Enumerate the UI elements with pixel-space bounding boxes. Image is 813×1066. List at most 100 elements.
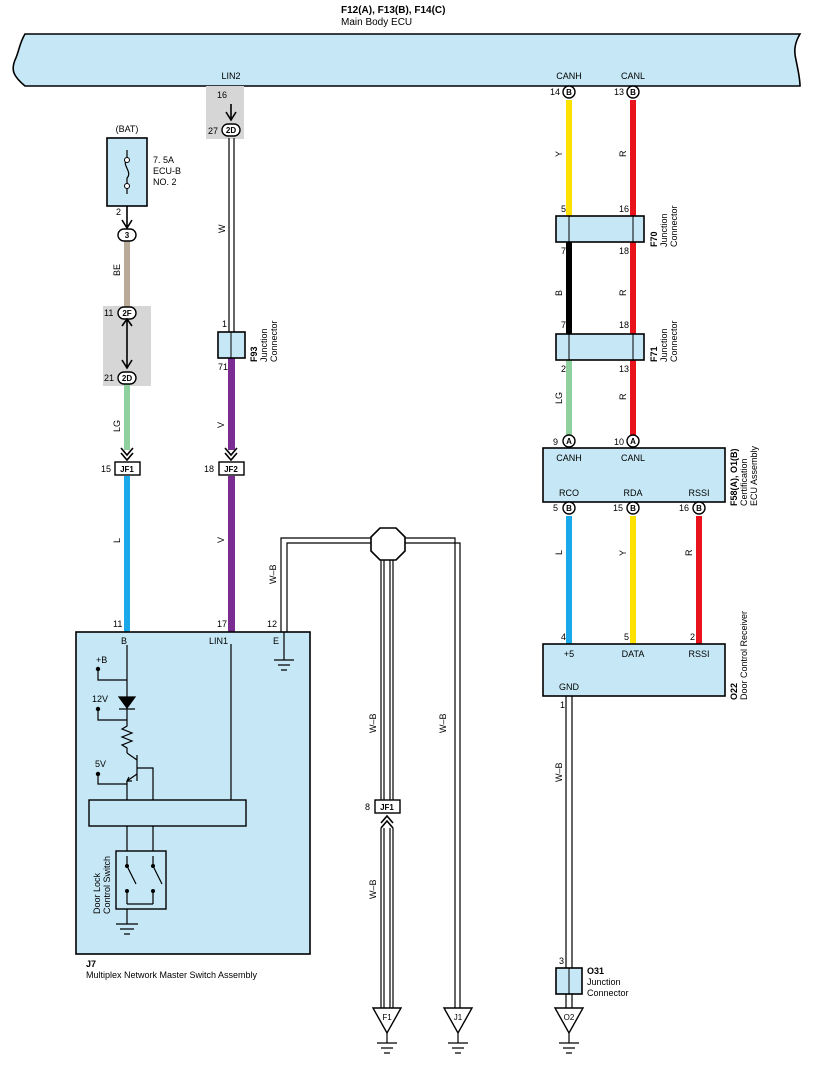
pin-13-conn: B (630, 88, 636, 97)
pin-5-conn: B (566, 504, 572, 513)
pin-71: 71 (218, 362, 228, 372)
j7-plus-b-wire (97, 669, 127, 681)
pin-16-cert: 16 (679, 503, 689, 513)
splice-octagon (370, 527, 406, 561)
wire-lin2-w (228, 138, 235, 332)
wire-wb-e (280, 537, 380, 632)
wire-wb-f1 (380, 828, 394, 1008)
wire-label-wb5: W–B (554, 762, 564, 782)
pin-15-conn: B (630, 504, 636, 513)
wire-rssi-r (696, 516, 702, 644)
pin-9: 9 (553, 437, 558, 447)
wire-wb-down-2 (383, 560, 391, 800)
f71-label1: Junction (659, 328, 669, 362)
f70-box (555, 215, 645, 243)
pin-27: 27 (208, 126, 218, 136)
conn-2d-left (117, 371, 137, 385)
ground-j1-triangle (442, 1007, 474, 1035)
wire-label-b: B (554, 290, 564, 296)
f93-code: F93 (249, 346, 259, 362)
pin-11-j7: 11 (113, 619, 122, 629)
j7-5v-wire (97, 774, 127, 785)
e-ground-icon (274, 659, 294, 671)
switch-dot-1 (125, 864, 129, 868)
j7-plus-b: +B (96, 655, 107, 665)
wire-bat-l (124, 476, 130, 632)
recv-rssi: RSSI (688, 649, 709, 659)
ecu-pin-canl: CANL (621, 71, 645, 81)
wire-canl-r1 (630, 100, 636, 216)
wire-label-y1: Y (554, 151, 564, 157)
ground-j1-label: J1 (454, 1013, 463, 1022)
conn-2f-label: 2F (122, 309, 131, 318)
wire-recv-gnd (565, 696, 573, 968)
fuse-box (106, 137, 148, 207)
jf1-top (114, 461, 141, 476)
j7-switch-leads (126, 826, 154, 851)
f71-label2: Connector (669, 320, 679, 362)
pin-8-jf1: 8 (365, 802, 370, 812)
ground-o2-icon (559, 1033, 579, 1054)
j7-logic-block (88, 799, 247, 827)
splice-arrows (121, 317, 133, 370)
transistor-icon (126, 752, 154, 800)
cert-rco: RCO (559, 488, 579, 498)
conn-3-label: 3 (125, 231, 130, 240)
ground-o2-triangle (553, 1007, 585, 1035)
conn-2d-top (221, 123, 241, 137)
o31-label2: Connector (587, 988, 629, 998)
fuse-name1: ECU-B (153, 166, 181, 176)
wire-o31-o2 (565, 994, 573, 1008)
o31-code: O31 (587, 966, 604, 976)
pin-2-f71: 2 (561, 364, 566, 374)
pin-10: 10 (614, 437, 624, 447)
cert-canh: CANH (556, 453, 582, 463)
j7-12v: 12V (92, 694, 108, 704)
pin-18-jf2: 18 (204, 464, 214, 474)
f71-box (555, 333, 645, 361)
recv-gnd: GND (559, 682, 580, 692)
pin-16-f70: 16 (619, 204, 629, 214)
pin-5-circle (562, 501, 576, 515)
wire-label-r1: R (618, 150, 628, 157)
pin-15-cert: 15 (613, 503, 623, 513)
pin-9-conn: A (566, 437, 572, 446)
wire-label-v1: V (216, 422, 226, 428)
wire-canh-b (566, 242, 572, 334)
wire-label-wb4: W–B (368, 879, 378, 899)
wire-label-lg2: LG (112, 420, 122, 432)
pin-13-circle (626, 85, 640, 99)
main-body-ecu-bar (12, 33, 802, 87)
pin-1-f93: 1 (222, 319, 227, 329)
door-lock-switch-box (115, 850, 167, 910)
pin-3-o31: 3 (559, 956, 564, 966)
wire-lin-v2 (228, 476, 235, 632)
switch-dot-3 (151, 864, 155, 868)
chevrons-jf1-bottom (380, 814, 394, 829)
wire-label-wb2: W–B (368, 713, 378, 733)
pin-2-recv: 2 (690, 632, 695, 642)
receiver-name: Door Control Receiver (739, 611, 749, 700)
pin-12-j7: 12 (267, 619, 277, 629)
wire-label-w: W (217, 224, 227, 233)
conn-3 (117, 228, 137, 242)
wire-rco-l (566, 516, 572, 644)
j7-pin-e: E (273, 636, 279, 646)
recv-data: DATA (622, 649, 645, 659)
ecu-pin-canh: CANH (556, 71, 582, 81)
pin-15-jf1: 15 (101, 464, 111, 474)
fuse-source: (BAT) (116, 124, 139, 134)
pin-21: 21 (104, 373, 114, 383)
pin-17-j7: 17 (217, 619, 227, 629)
pin-18-f70: 18 (619, 246, 629, 256)
j7-pin-lin1: LIN1 (209, 636, 228, 646)
fuse-rating: 7. 5A (153, 155, 174, 165)
jf1-bottom-label: JF1 (380, 803, 394, 812)
f93-label2: Connector (269, 320, 279, 362)
ecu-pin-lin2: LIN2 (221, 71, 240, 81)
chevrons-jf1 (120, 447, 134, 462)
pin-5-cert: 5 (553, 503, 558, 513)
cert-rssi: RSSI (688, 488, 709, 498)
j7-switch-label1: Door Lock (92, 872, 102, 914)
wire-label-l1: L (554, 550, 564, 555)
